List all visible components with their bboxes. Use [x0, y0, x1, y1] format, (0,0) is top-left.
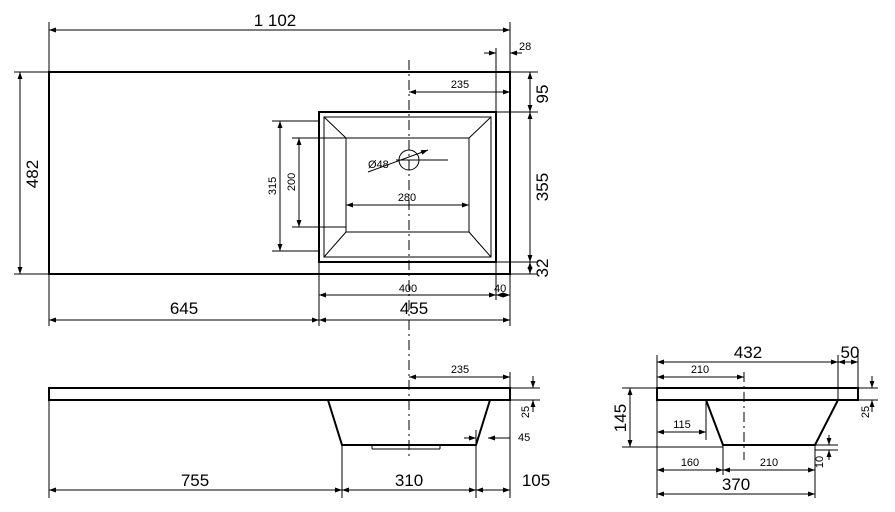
label-basin-top-margin: 95	[533, 85, 552, 104]
label-slab-thickness-side: 25	[860, 406, 872, 418]
label-basin-bottom-margin: 32	[533, 259, 552, 278]
label-basin-width: 400	[399, 283, 417, 295]
basin-slopes	[323, 116, 492, 258]
label-side-bowl-offset: 115	[673, 419, 691, 431]
label-inner-flat-width: 280	[398, 192, 416, 204]
label-drain-offset-top: 235	[451, 79, 469, 91]
label-right-margin: 28	[519, 41, 531, 53]
label-right-length: 455	[400, 299, 428, 318]
label-drain-offset-front: 235	[451, 364, 469, 376]
label-side-bottom-thickness: 10	[814, 456, 826, 468]
label-side-height: 145	[611, 404, 630, 432]
label-basin-depth: 355	[533, 173, 552, 201]
front-view: 235 25 45 755 310 105	[48, 364, 550, 498]
basin-inner-flat	[345, 137, 470, 233]
label-overall-width: 1 102	[254, 11, 297, 30]
label-side-drain-offset: 210	[691, 364, 709, 376]
label-front-right-length: 105	[522, 471, 550, 490]
label-drain-diameter: Ø48	[368, 159, 389, 171]
label-basin-right-margin: 40	[494, 283, 506, 295]
label-front-left-length: 755	[181, 471, 209, 490]
label-inner-flat-depth: 200	[286, 173, 298, 191]
label-side-bottom-left: 160	[681, 457, 699, 469]
label-side-back-margin: 50	[841, 343, 860, 362]
label-side-depth: 432	[734, 343, 762, 362]
label-side-bottom-right: 210	[760, 457, 778, 469]
label-side-bowl-depth: 370	[722, 475, 750, 494]
top-view: 1 102 28 482 235 95 355 32 315 2	[14, 11, 552, 326]
label-front-bowl-width: 310	[395, 471, 423, 490]
countertop-outline	[48, 71, 511, 275]
basin-outer-outline	[318, 111, 497, 263]
label-bowl-offset: 45	[518, 432, 530, 444]
side-slab	[656, 387, 859, 401]
dim-drain-diameter	[367, 149, 429, 173]
label-inner-depth: 315	[267, 177, 279, 195]
side-bowl	[704, 399, 840, 446]
label-slab-thickness-front: 25	[520, 406, 532, 418]
side-view: 432 50 210 145 25 115 10 160 210	[611, 343, 878, 498]
label-left-length: 645	[170, 299, 198, 318]
label-overall-depth: 482	[23, 160, 42, 188]
basin-rim-outline	[323, 116, 492, 258]
front-slab	[48, 387, 511, 401]
